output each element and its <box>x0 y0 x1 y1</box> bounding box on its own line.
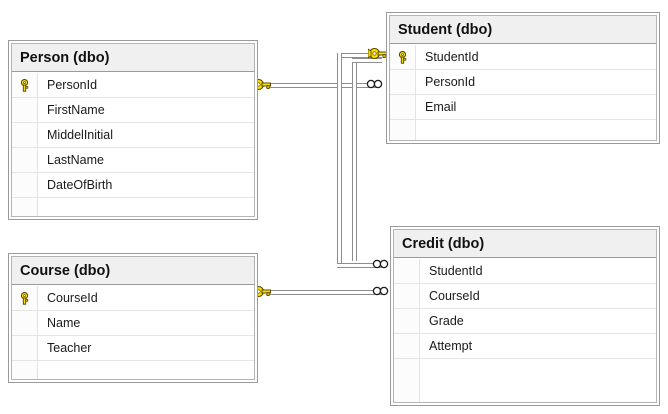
field-name: CourseId <box>429 289 480 303</box>
relationship-line-course-credit[interactable] <box>266 290 385 295</box>
field-key-cell <box>394 259 420 283</box>
field-key-cell <box>12 198 38 216</box>
relationship-endpoint-key-student[interactable] <box>368 47 388 60</box>
field-key-cell <box>12 361 38 379</box>
entity-fields-person: PersonId FirstName MiddelInitial LastNam… <box>12 72 254 216</box>
field-key-cell <box>390 45 416 69</box>
relationship-line-student-credit-bottom[interactable] <box>337 263 385 268</box>
relationship-line-riser-top[interactable] <box>352 58 382 63</box>
table-row[interactable]: LastName <box>12 148 254 173</box>
field-name: StudentId <box>425 50 479 64</box>
key-icon <box>368 47 387 60</box>
infinity-icon <box>372 286 389 296</box>
table-row[interactable]: Teacher <box>12 336 254 361</box>
entity-table-course[interactable]: Course (dbo) CourseId Name <box>8 253 258 383</box>
primary-key-icon <box>20 291 28 305</box>
field-key-cell <box>394 309 420 333</box>
entity-title-course: Course (dbo) <box>12 257 254 285</box>
field-name: LastName <box>47 153 104 167</box>
field-key-cell <box>12 311 38 335</box>
table-row[interactable]: StudentId <box>390 45 656 70</box>
field-name: Email <box>425 100 457 114</box>
entity-table-person[interactable]: Person (dbo) PersonId First <box>8 40 258 220</box>
field-name: MiddelInitial <box>47 128 114 142</box>
field-name: Teacher <box>47 341 92 355</box>
field-key-cell <box>390 120 416 140</box>
entity-title-person: Person (dbo) <box>12 44 254 72</box>
table-row[interactable]: Attempt <box>394 334 656 359</box>
table-row-empty[interactable] <box>12 361 254 379</box>
field-key-cell <box>12 98 38 122</box>
field-key-cell <box>12 148 38 172</box>
field-key-cell <box>394 334 420 358</box>
field-name: DateOfBirth <box>47 178 113 192</box>
table-row-empty[interactable] <box>394 359 656 402</box>
primary-key-icon <box>20 78 28 92</box>
relationship-line-riser[interactable] <box>352 58 357 261</box>
field-name: PersonId <box>47 78 98 92</box>
entity-table-student[interactable]: Student (dbo) StudentId Per <box>386 12 660 144</box>
primary-key-icon <box>398 50 406 64</box>
entity-title-student: Student (dbo) <box>390 16 656 44</box>
field-name: Attempt <box>429 339 473 353</box>
field-key-cell <box>390 70 416 94</box>
table-row[interactable]: CourseId <box>394 284 656 309</box>
entity-fields-student: StudentId PersonId Email <box>390 44 656 140</box>
field-key-cell <box>12 73 38 97</box>
field-name: CourseId <box>47 291 98 305</box>
infinity-icon <box>366 79 383 89</box>
entity-table-credit[interactable]: Credit (dbo) StudentId CourseId Grade At… <box>390 226 660 406</box>
table-row-empty[interactable] <box>12 198 254 216</box>
table-row[interactable]: StudentId <box>394 259 656 284</box>
relationship-endpoint-infinity-credit-student[interactable] <box>372 258 390 270</box>
table-row-empty[interactable] <box>390 120 656 140</box>
table-row[interactable]: PersonId <box>12 73 254 98</box>
field-name: Grade <box>429 314 464 328</box>
relationship-endpoint-infinity-student[interactable] <box>366 78 384 90</box>
relationship-line-student-credit-top[interactable] <box>337 53 382 58</box>
relationship-line-person-student[interactable] <box>266 83 378 88</box>
table-row[interactable]: Name <box>12 311 254 336</box>
field-name: StudentId <box>429 264 483 278</box>
field-name: Name <box>47 316 81 330</box>
entity-title-credit: Credit (dbo) <box>394 230 656 258</box>
field-key-cell <box>12 173 38 197</box>
relationship-endpoint-infinity-credit-course[interactable] <box>372 285 390 297</box>
table-row[interactable]: MiddelInitial <box>12 123 254 148</box>
table-row[interactable]: FirstName <box>12 98 254 123</box>
relationship-line-student-credit-vert[interactable] <box>337 53 342 268</box>
field-key-cell <box>390 95 416 119</box>
entity-fields-course: CourseId Name Teacher <box>12 285 254 379</box>
infinity-icon <box>372 259 389 269</box>
field-name: FirstName <box>47 103 105 117</box>
field-key-cell <box>12 336 38 360</box>
entity-fields-credit: StudentId CourseId Grade Attempt <box>394 258 656 402</box>
table-row[interactable]: Grade <box>394 309 656 334</box>
table-row[interactable]: CourseId <box>12 286 254 311</box>
field-name: PersonId <box>425 75 476 89</box>
field-key-cell <box>12 286 38 310</box>
field-key-cell <box>394 359 420 402</box>
table-row[interactable]: PersonId <box>390 70 656 95</box>
field-key-cell <box>394 284 420 308</box>
table-row[interactable]: DateOfBirth <box>12 173 254 198</box>
table-row[interactable]: Email <box>390 95 656 120</box>
field-key-cell <box>12 123 38 147</box>
